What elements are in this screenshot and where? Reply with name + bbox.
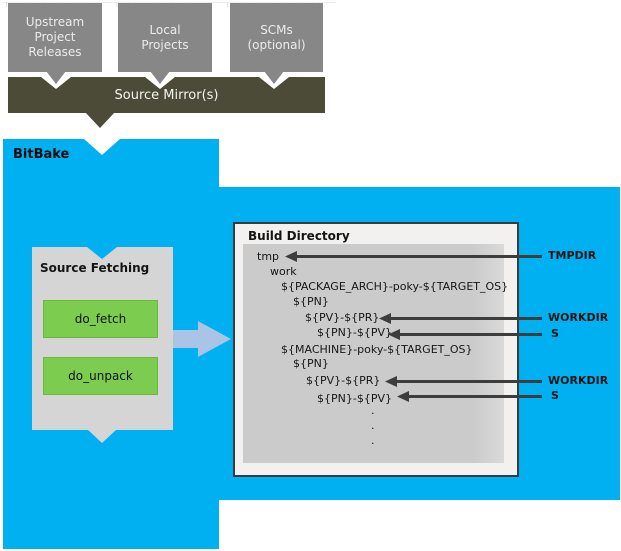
tree-ellipsis-dot: . (371, 434, 375, 447)
tree-line-pn: ${PN} (293, 295, 329, 308)
tree-line-work: work (270, 265, 297, 278)
source-fetching-box (32, 247, 173, 430)
tree-line-machine: ${MACHINE}-poky-${TARGET_OS} (281, 343, 473, 356)
workdir-arrow (395, 380, 542, 383)
tree-line-package-arch: ${PACKAGE_ARCH}-poky-${TARGET_OS} (281, 280, 509, 293)
s-arrow (407, 395, 542, 398)
upstream-project-releases-box: Upstream Project Releases (8, 3, 102, 72)
tree-ellipsis-dot: . (371, 404, 375, 417)
source-mirror-label: Source Mirror(s) (114, 87, 219, 103)
scms-optional-box: SCMs (optional) (230, 3, 323, 72)
tmpdir-label: TMPDIR (548, 249, 597, 262)
tree-line-pn-2: ${PN} (293, 357, 329, 370)
source-fetching-title: Source Fetching (40, 261, 150, 275)
s-label: S (551, 327, 559, 340)
tree-line-tmp: tmp (257, 250, 280, 263)
workdir-label: WORKDIR (548, 311, 609, 324)
do-fetch-task: do_fetch (43, 300, 158, 338)
bitbake-label: BitBake (13, 147, 70, 162)
workdir-arrowhead-icon (379, 313, 391, 324)
tree-line-pv-pr-2: ${PV}-${PR} (306, 374, 381, 387)
tree-ellipsis-dot: . (371, 419, 375, 432)
workdir-arrowhead-icon (385, 376, 397, 387)
s-arrow (398, 333, 542, 336)
s-label: S (551, 389, 559, 402)
s-arrowhead-icon (397, 391, 409, 402)
tree-line-pv-pr: ${PV}-${PR} (305, 311, 380, 324)
tmpdir-arrowhead-icon (285, 251, 297, 262)
local-projects-box: Local Projects (118, 3, 212, 72)
s-arrowhead-icon (388, 329, 400, 340)
directory-tree-panel (243, 244, 504, 463)
build-directory-title: Build Directory (248, 229, 350, 243)
workdir-label: WORKDIR (548, 374, 609, 387)
tmpdir-arrow (295, 255, 542, 258)
do-unpack-task: do_unpack (43, 357, 158, 395)
mirror-tail (85, 112, 115, 128)
workdir-arrow (389, 317, 542, 320)
tree-line-pn-pv: ${PN}-${PV} (317, 326, 392, 339)
tree-line-pn-pv-2: ${PN}-${PV} (317, 392, 392, 405)
